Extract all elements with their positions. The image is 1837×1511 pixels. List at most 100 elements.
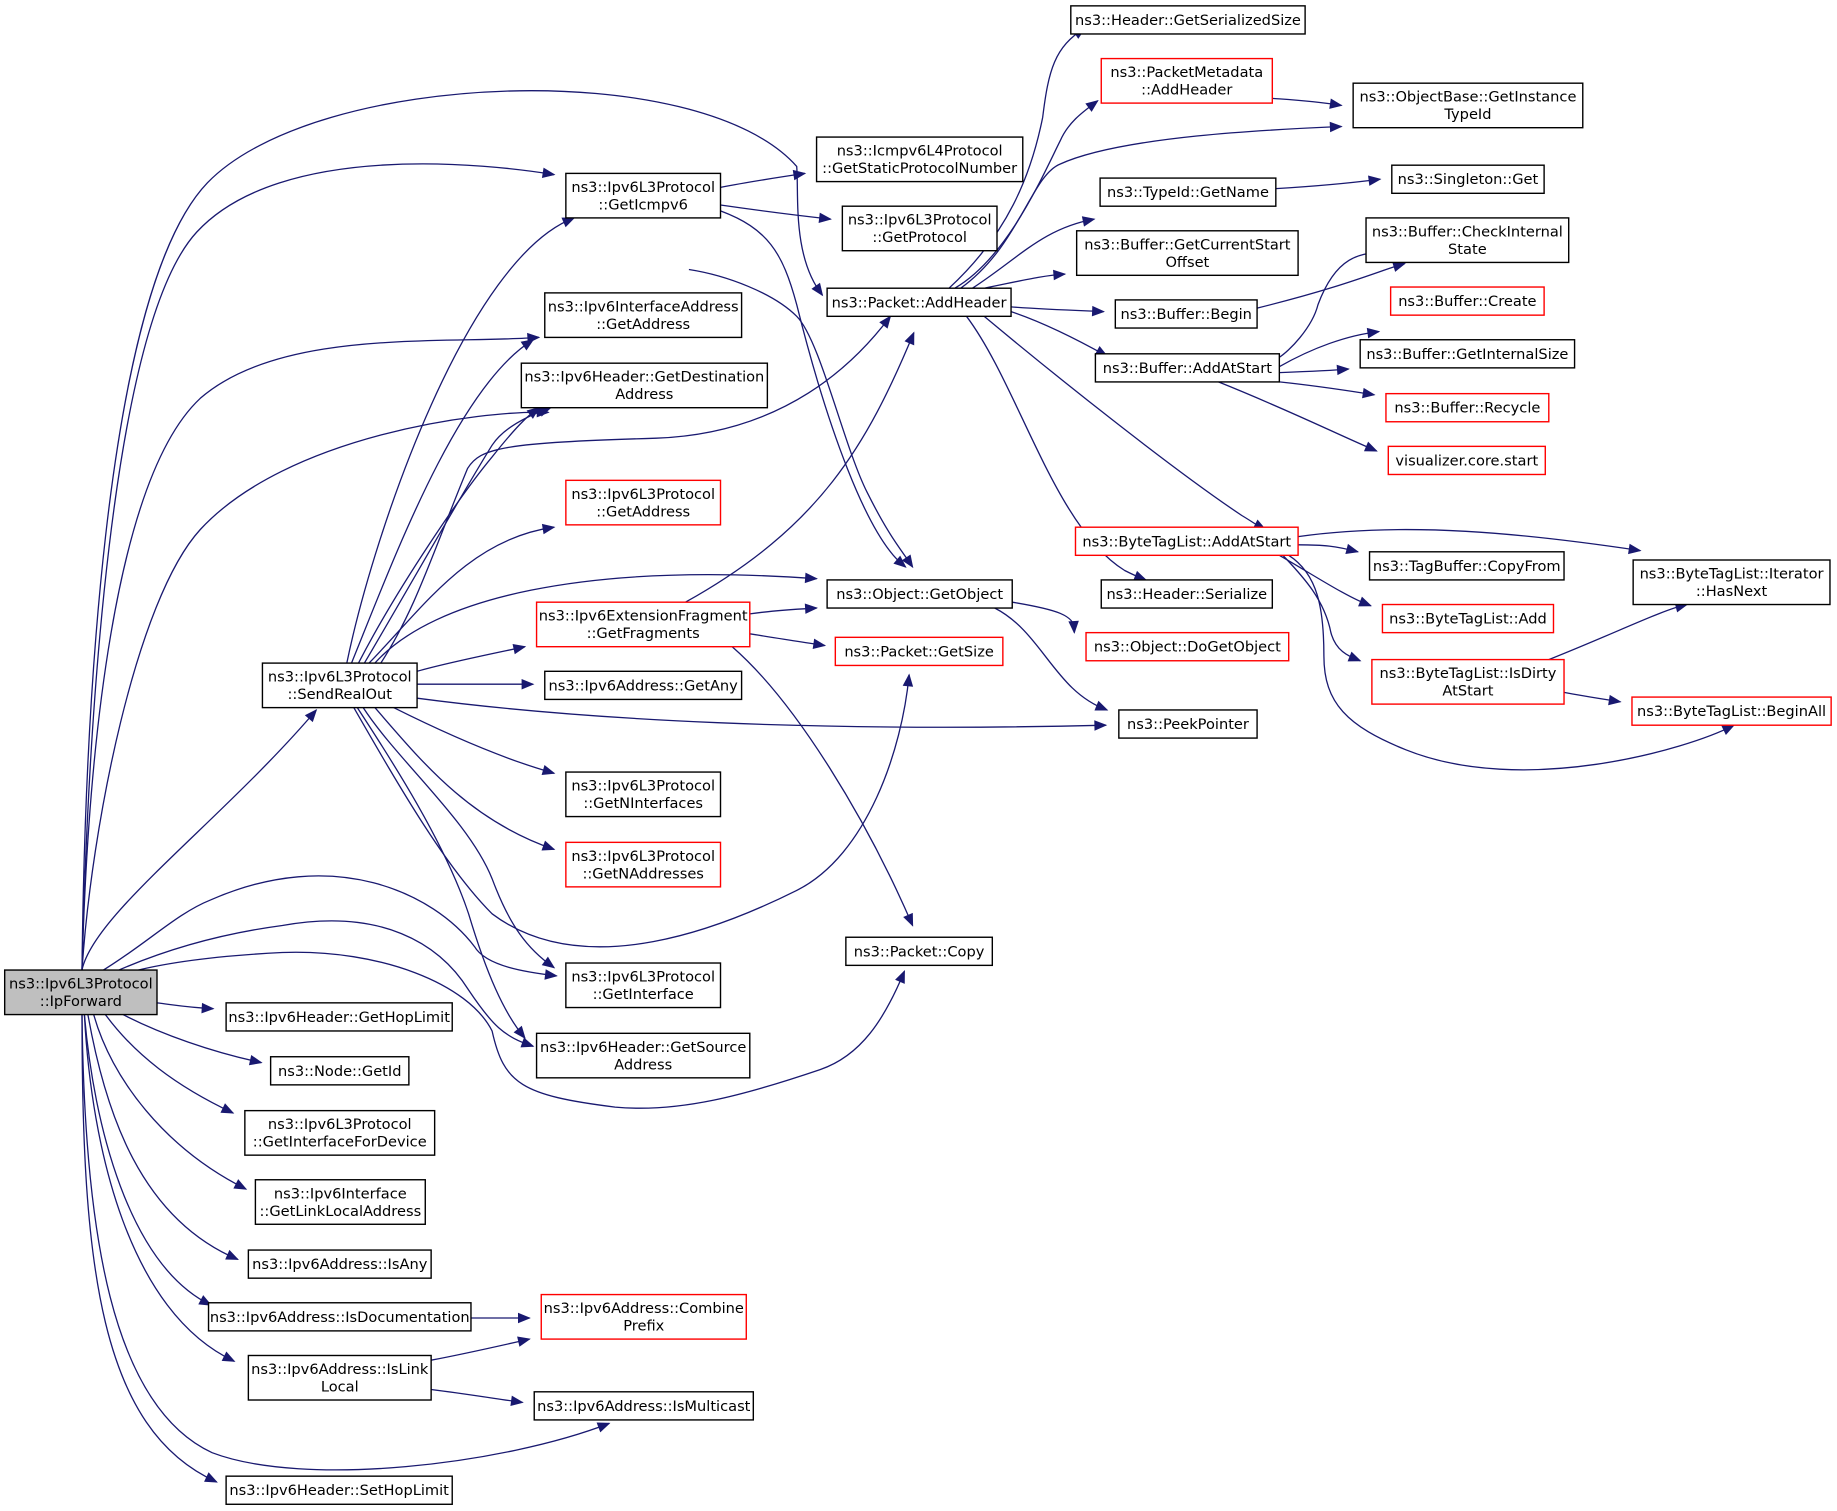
node-pktmeta-addheader[interactable]: ns3::PacketMetadata::AddHeader [1100,57,1274,104]
node-box [1631,696,1832,726]
call-edge-to-buffer-getinternalsize [1279,364,1350,376]
node-object-dogetobject[interactable]: ns3::Object::DoGetObject [1085,631,1290,662]
node-btl-iter-hasnext[interactable]: ns3::ByteTagList::Iterator::HasNext [1632,559,1831,606]
node-box [1075,230,1299,277]
node-geticmpv6[interactable]: ns3::Ipv6L3Protocol::GetIcmpv6 [565,172,722,219]
node-label-line: ns3::TypeId::GetName [1107,184,1269,201]
node-getlinklocal[interactable]: ns3::Ipv6Interface::GetLinkLocalAddress [254,1179,426,1225]
node-label-line: ::GetNInterfaces [583,795,703,812]
call-edge-to-ifaddr-getaddress [350,339,535,664]
node-ismulticast[interactable]: ns3::Ipv6Address::IsMulticast [533,1391,755,1421]
node-typeid-getname[interactable]: ns3::TypeId::GetName [1099,177,1277,207]
node-box [1099,177,1277,207]
node-object-getobject[interactable]: ns3::Object::GetObject [826,579,1013,609]
edge-arrowhead [804,603,818,614]
call-edge-to-getany [417,678,535,690]
node-nodegetid[interactable]: ns3::Node::GetId [269,1056,410,1086]
node-packet-copy[interactable]: ns3::Packet::Copy [845,936,994,967]
node-label-line: Prefix [623,1318,664,1335]
node-getfragments[interactable]: ns3::Ipv6ExtensionFragment::GetFragments [535,601,751,648]
node-box [565,479,722,526]
node-l3-getprotocol[interactable]: ns3::Ipv6L3Protocol::GetProtocol [841,205,998,252]
node-tagbuffer-copyfrom[interactable]: ns3::TagBuffer::CopyFrom [1368,551,1565,581]
edge-arrowhead [520,1037,535,1048]
node-box [254,1179,426,1225]
call-edge-to-packet-getsize [353,673,914,948]
node-getany[interactable]: ns3::Ipv6Address::GetAny [544,670,743,701]
node-header-serialize[interactable]: ns3::Header::Serialize [1100,579,1274,609]
edge-arrowhead [1336,364,1350,376]
call-edge-to-geticmpv6 [346,217,576,664]
node-ipforward[interactable]: ns3::Ipv6L3Protocol::IpForward [3,969,158,1016]
call-edge-to-packet-addheader [685,331,915,603]
node-isany[interactable]: ns3::Ipv6Address::IsAny [247,1249,432,1279]
node-label-line: ns3::Ipv6L3Protocol [571,848,715,865]
node-sethoplimit[interactable]: ns3::Ipv6Header::SetHopLimit [225,1475,453,1505]
node-label-line: ns3::Ipv6Address::IsDocumentation [210,1309,470,1326]
node-label-line: ns3::ObjectBase::GetInstance [1359,89,1576,106]
edge-arrowhead [561,217,576,228]
edge-arrowhead [512,643,527,655]
node-btl-add[interactable]: ns3::ByteTagList::Add [1381,603,1555,634]
node-ifaddr-getaddress[interactable]: ns3::Ipv6InterfaceAddress::GetAddress [544,292,743,339]
node-label-line: ns3::Object::DoGetObject [1094,639,1281,656]
node-l3-getaddress[interactable]: ns3::Ipv6L3Protocol::GetAddress [565,479,722,526]
node-label-line: ns3::ByteTagList::Iterator [1640,566,1824,583]
node-btl-addatstart[interactable]: ns3::ByteTagList::AddAtStart [1074,526,1299,557]
node-box [1094,353,1281,383]
edge-line [1011,306,1104,313]
node-icmp-getstaticprotonum[interactable]: ns3::Icmpv6L4Protocol::GetStaticProtocol… [815,136,1024,183]
node-isdocumentation[interactable]: ns3::Ipv6Address::IsDocumentation [207,1302,472,1332]
node-box [1387,445,1546,476]
node-buffer-recycle[interactable]: ns3::Buffer::Recycle [1385,392,1550,423]
node-label-line: ::HasNext [1696,583,1768,600]
node-packet-addheader[interactable]: ns3::Packet::AddHeader [826,287,1012,318]
node-getifacefordevice[interactable]: ns3::Ipv6L3Protocol::GetInterfaceForDevi… [244,1109,436,1156]
edge-line [731,646,914,926]
node-visualizer-start[interactable]: visualizer.core.start [1387,445,1546,476]
node-peekpointer[interactable]: ns3::PeekPointer [1118,709,1258,739]
node-box [815,136,1024,183]
node-buffer-addatstart[interactable]: ns3::Buffer::AddAtStart [1094,353,1281,383]
edge-line [972,218,1095,289]
node-box [845,936,994,967]
call-edge-to-buffer-addatstart [1010,310,1109,357]
call-edge-to-btl-beginall [1563,691,1622,706]
node-gethoplimit[interactable]: ns3::Ipv6Header::GetHopLimit [225,1002,453,1032]
node-header-getserializedsize[interactable]: ns3::Header::GetSerializedSize [1070,5,1306,35]
node-label-line: ns3::Ipv6Interface [274,1185,407,1202]
edge-line [1279,381,1375,396]
node-box [826,579,1013,609]
node-buffer-begin[interactable]: ns3::Buffer::Begin [1114,299,1258,329]
edge-line [81,411,549,971]
node-getnaddresses[interactable]: ns3::Ipv6L3Protocol::GetNAddresses [565,841,722,888]
node-label-line: ::GetInterfaceForDevice [253,1134,427,1151]
node-label-line: ns3::Icmpv6L4Protocol [837,143,1003,160]
node-box [565,962,722,1009]
edge-line [362,707,555,969]
node-buffer-create[interactable]: ns3::Buffer::Create [1389,286,1545,316]
node-getninterfaces[interactable]: ns3::Ipv6L3Protocol::GetNInterfaces [565,771,722,818]
edge-line [81,336,539,971]
node-sendrealout[interactable]: ns3::Ipv6L3Protocol::SendRealOut [261,662,418,709]
node-btl-beginall[interactable]: ns3::ByteTagList::BeginAll [1631,696,1832,726]
edge-line [1548,603,1688,661]
edge-line [83,1014,235,1362]
call-edge-to-peekpointer [417,697,1108,731]
edge-arrowhead [895,969,905,984]
call-edge-to-btl-isdirtyatstart [1282,554,1362,662]
node-label-line: ns3::Ipv6Header::SetHopLimit [229,1482,449,1499]
node-packet-getsize[interactable]: ns3::Packet::GetSize [834,636,1004,667]
call-edge-to-packet-copy [731,646,914,927]
node-buffer-getinternalsize[interactable]: ns3::Buffer::GetInternalSize [1359,339,1576,369]
node-singleton-get[interactable]: ns3::Singleton::Get [1391,164,1545,195]
node-getinterface[interactable]: ns3::Ipv6L3Protocol::GetInterface [565,962,722,1009]
